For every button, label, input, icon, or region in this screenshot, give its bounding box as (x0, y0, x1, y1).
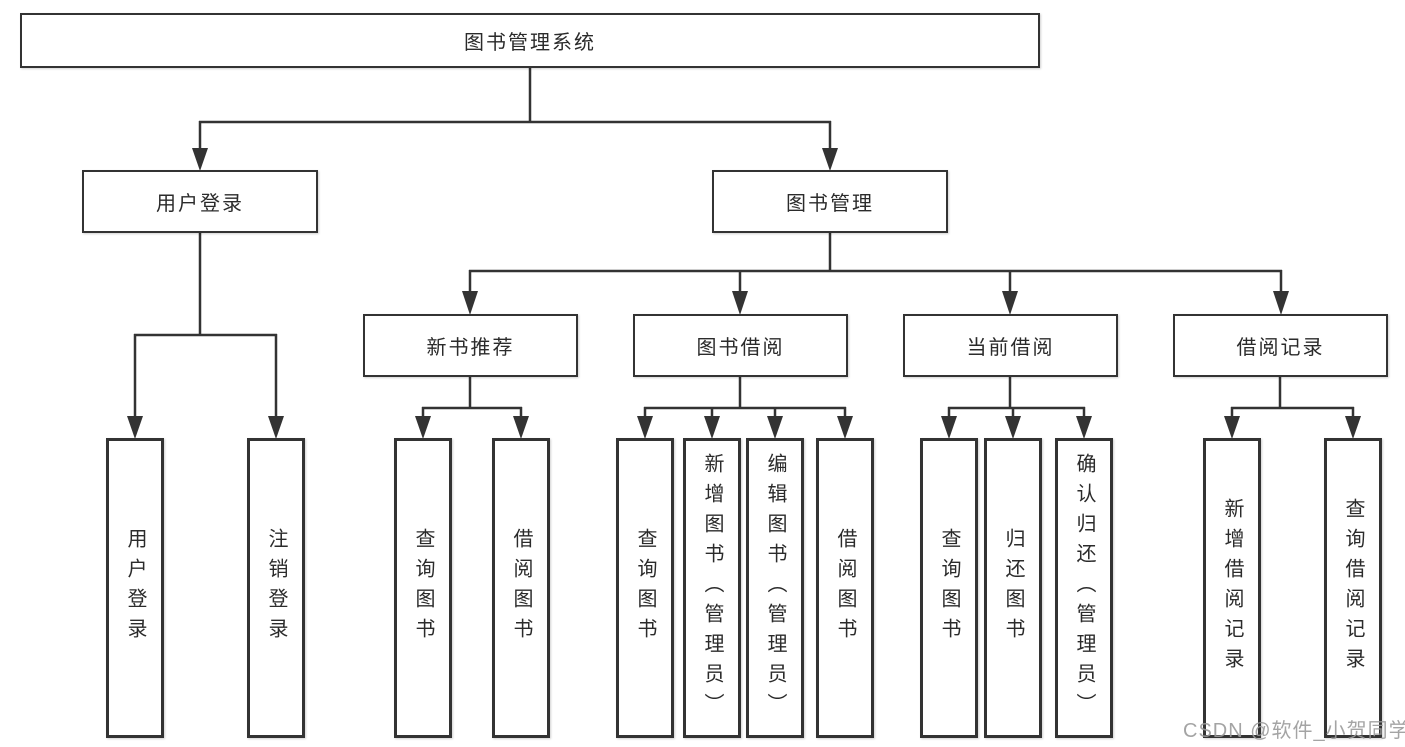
connector-root-to-level1 (192, 68, 838, 171)
connector-userlogin-to-leaves (127, 233, 284, 439)
node-book-borrowing-label: 图书借阅 (696, 337, 785, 359)
node-leaf-return-book: 归还图书 (984, 438, 1042, 738)
node-leaf-query-book-1: 查询图书 (394, 438, 452, 738)
watermark: CSDN @软件_小贺同学 (1183, 720, 1405, 742)
node-leaf-query-borrow-record: 查询借阅记录 (1324, 438, 1382, 738)
connector-bookmgmt-to-level2 (462, 233, 1289, 315)
node-leaf-confirm-return-admin: 确认归还（管理员） (1055, 438, 1113, 738)
node-user-login-label: 用户登录 (156, 193, 244, 215)
node-leaf-confirm-return-admin-label: 确认归还（管理员） (1073, 453, 1095, 723)
node-leaf-query-book-2: 查询图书 (616, 438, 674, 738)
node-leaf-logout: 注销登录 (247, 438, 305, 738)
connector-newbook-to-leaves (415, 377, 529, 439)
node-new-book-rec: 新书推荐 (363, 314, 578, 377)
node-leaf-query-book-1-label: 查询图书 (412, 528, 434, 648)
node-leaf-user-login: 用户登录 (106, 438, 164, 738)
node-leaf-add-book-admin-label: 新增图书（管理员） (701, 453, 723, 723)
node-leaf-borrow-book-2: 借阅图书 (816, 438, 874, 738)
node-leaf-borrow-book-1-label: 借阅图书 (510, 528, 532, 648)
node-current-borrowing: 当前借阅 (903, 314, 1118, 377)
node-leaf-query-borrow-record-label: 查询借阅记录 (1342, 498, 1364, 678)
node-root-label: 图书管理系统 (464, 32, 596, 54)
node-current-borrowing-label: 当前借阅 (966, 337, 1055, 359)
node-leaf-edit-book-admin-label: 编辑图书（管理员） (764, 453, 786, 723)
node-root: 图书管理系统 (20, 13, 1040, 68)
node-leaf-logout-label: 注销登录 (265, 528, 287, 648)
node-user-login: 用户登录 (82, 170, 318, 233)
node-leaf-user-login-label: 用户登录 (124, 528, 146, 648)
node-leaf-borrow-book-1: 借阅图书 (492, 438, 550, 738)
node-book-borrowing: 图书借阅 (633, 314, 848, 377)
node-leaf-borrow-book-2-label: 借阅图书 (834, 528, 856, 648)
node-leaf-return-book-label: 归还图书 (1002, 528, 1024, 648)
connector-current-to-leaves (941, 377, 1092, 439)
node-new-book-rec-label: 新书推荐 (426, 337, 515, 359)
node-leaf-add-book-admin: 新增图书（管理员） (683, 438, 741, 738)
node-leaf-add-borrow-record: 新增借阅记录 (1203, 438, 1261, 738)
node-leaf-add-borrow-record-label: 新增借阅记录 (1221, 498, 1243, 678)
node-book-mgmt: 图书管理 (712, 170, 948, 233)
node-book-mgmt-label: 图书管理 (786, 193, 874, 215)
node-leaf-edit-book-admin: 编辑图书（管理员） (746, 438, 804, 738)
connector-records-to-leaves (1224, 377, 1361, 439)
node-borrow-records-label: 借阅记录 (1236, 337, 1325, 359)
node-leaf-query-book-3: 查询图书 (920, 438, 978, 738)
node-borrow-records: 借阅记录 (1173, 314, 1388, 377)
connector-borrowing-to-leaves (637, 377, 853, 439)
node-leaf-query-book-2-label: 查询图书 (634, 528, 656, 648)
node-leaf-query-book-3-label: 查询图书 (938, 528, 960, 648)
